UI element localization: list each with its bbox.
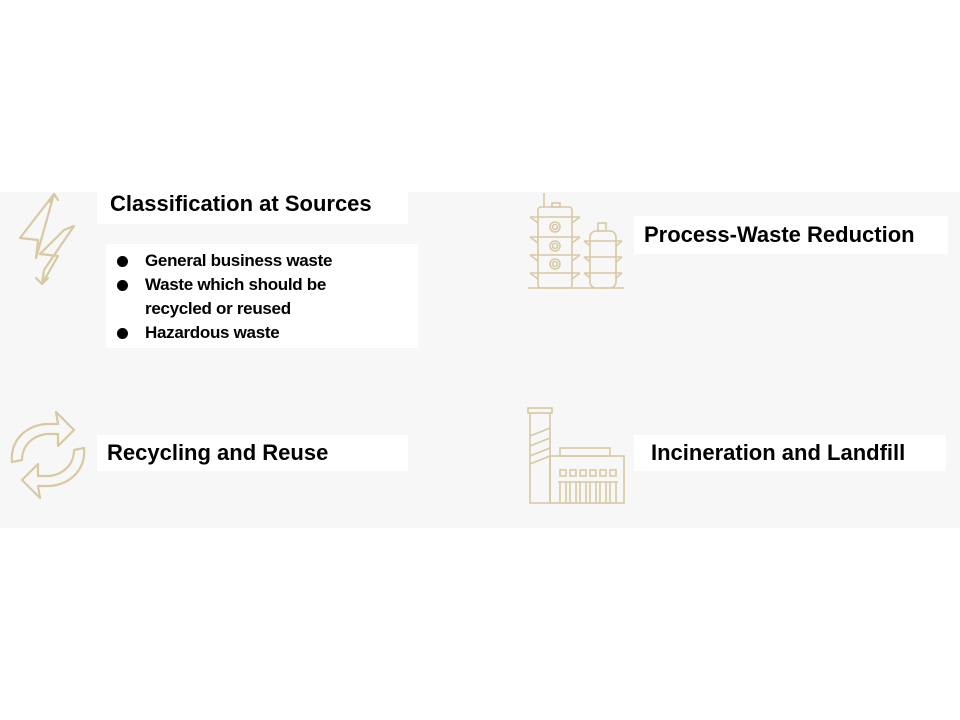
bullet-item: Hazardous waste bbox=[106, 321, 418, 345]
recycle-arrows-icon bbox=[6, 406, 90, 504]
classification-title: Classification at Sources bbox=[97, 186, 408, 224]
bullet-list: General business waste Waste which shoul… bbox=[106, 249, 418, 345]
factory-icon bbox=[526, 406, 626, 506]
process-title: Process-Waste Reduction bbox=[634, 216, 948, 254]
bullet-item: General business waste bbox=[106, 249, 418, 273]
incineration-title: Incineration and Landfill bbox=[634, 435, 946, 471]
lightning-icon bbox=[14, 192, 80, 290]
classification-bullets: General business waste Waste which shoul… bbox=[106, 244, 418, 348]
refinery-towers-icon bbox=[526, 191, 626, 291]
bullet-item: Waste which should be recycled or reused bbox=[106, 273, 418, 321]
recycling-title: Recycling and Reuse bbox=[97, 435, 408, 471]
